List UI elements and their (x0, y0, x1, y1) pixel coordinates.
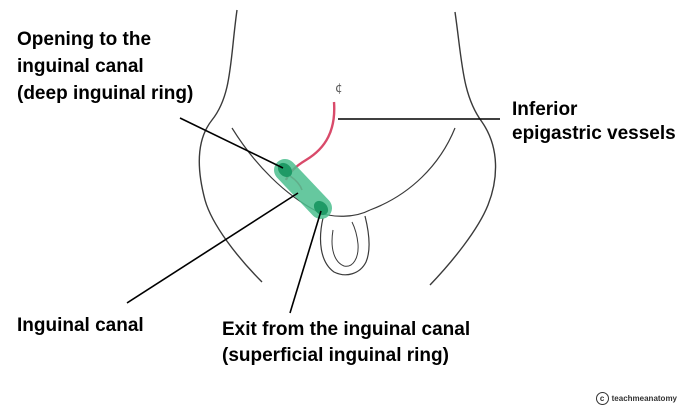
label-deep-ring-line2: inguinal canal (17, 54, 144, 80)
left-flank-outline (199, 10, 262, 282)
watermark-text: teachmeanatomy (612, 394, 677, 403)
genitalia-inner-outline (332, 222, 358, 266)
copyright-logo-icon: c (596, 392, 609, 405)
pointer-deep-ring (180, 118, 283, 168)
right-flank-outline (430, 12, 496, 285)
umbilicus-mark: ¢ (335, 81, 343, 95)
label-deep-ring-line1: Opening to the (17, 27, 151, 53)
label-deep-ring-line3: (deep inguinal ring) (17, 81, 193, 107)
pointer-canal (127, 193, 298, 303)
pointer-exit (290, 211, 321, 313)
label-inguinal-canal: Inguinal canal (17, 313, 144, 339)
label-vessels-line2: epigastric vessels (512, 121, 676, 147)
label-exit-line2: (superficial inguinal ring) (222, 343, 449, 369)
label-vessels-line1: Inferior (512, 97, 577, 123)
right-inguinal-fold (370, 128, 455, 210)
watermark: c teachmeanatomy (596, 392, 677, 405)
label-exit-line1: Exit from the inguinal canal (222, 317, 470, 343)
